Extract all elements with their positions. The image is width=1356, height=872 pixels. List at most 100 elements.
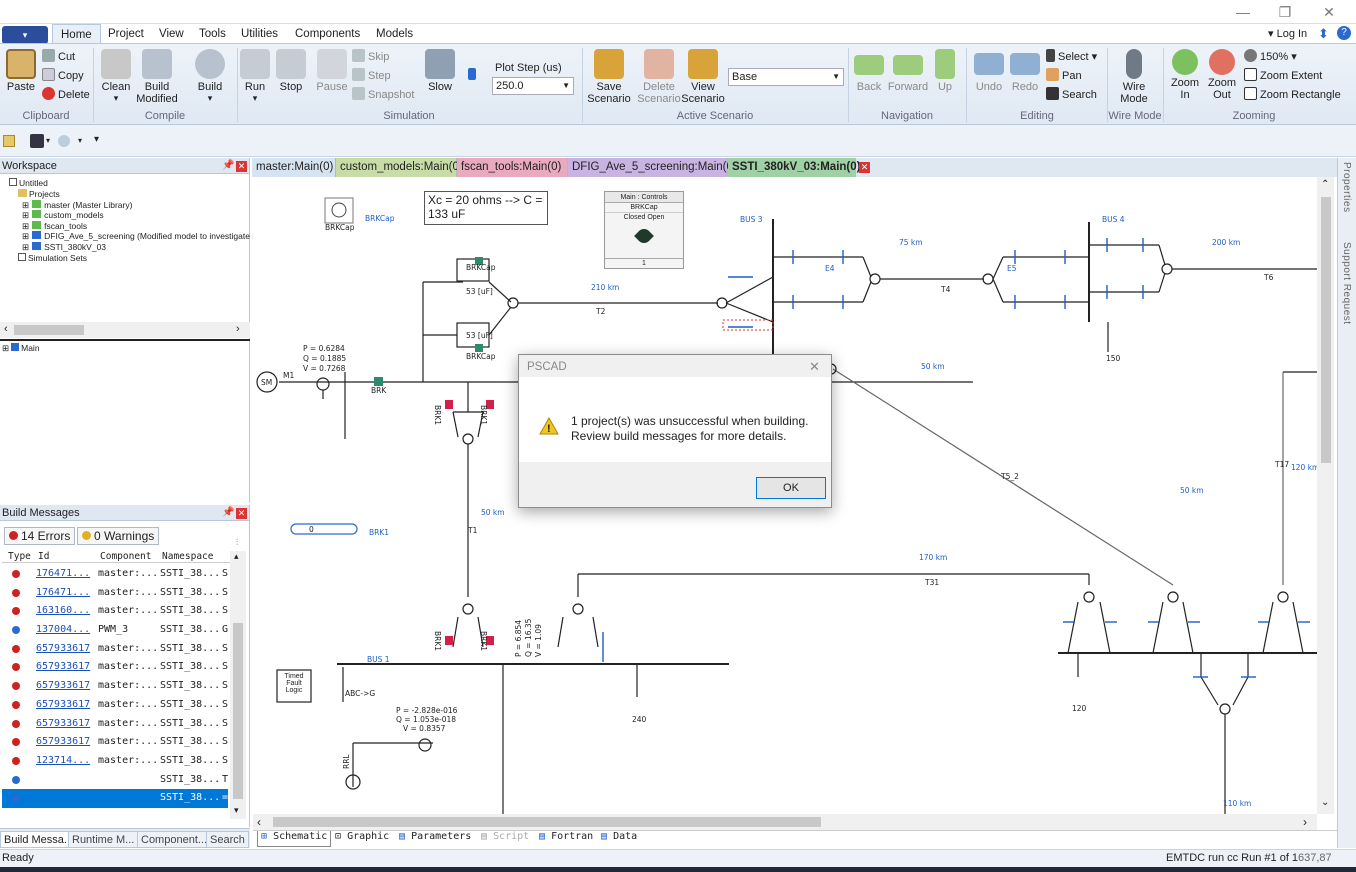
- tab-components[interactable]: Components: [295, 28, 361, 40]
- message-row[interactable]: SSTI_38...=: [2, 789, 228, 808]
- chevron-down-icon[interactable]: ▾: [234, 805, 239, 815]
- delete-scenario-button[interactable]: Delete Scenario: [636, 49, 682, 105]
- message-id[interactable]: 657933617: [36, 698, 91, 710]
- zoom-extent-button[interactable]: Zoom Extent: [1244, 68, 1322, 82]
- errors-filter-button[interactable]: 14 Errors: [4, 527, 76, 545]
- ok-button[interactable]: OK: [756, 477, 826, 499]
- pin-icon[interactable]: 📌: [222, 160, 235, 171]
- speed-slider-handle[interactable]: [468, 68, 476, 80]
- close-icon[interactable]: ✕: [236, 161, 247, 172]
- warnings-filter-button[interactable]: 0 Warnings: [77, 527, 160, 545]
- stop-button[interactable]: Stop: [274, 49, 308, 93]
- zoom-rectangle-button[interactable]: Zoom Rectangle: [1244, 87, 1341, 101]
- tab-utilities[interactable]: Utilities: [241, 28, 279, 40]
- build-messages-vscroll[interactable]: ▴ ▾: [230, 551, 246, 819]
- redo-button[interactable]: Redo: [1008, 49, 1042, 93]
- plot-step-select[interactable]: 250.0▼: [492, 77, 574, 95]
- tree-item-fscan-tools[interactable]: ⊞fscan_tools: [22, 221, 88, 231]
- message-id[interactable]: 657933617: [36, 642, 91, 654]
- doc-tab-dfig[interactable]: DFIG_Ave_5_screening:Main(0): [568, 158, 737, 177]
- side-tab-properties[interactable]: Properties: [1341, 162, 1352, 213]
- view-tab-data[interactable]: ▤ Data: [601, 831, 638, 842]
- message-id[interactable]: 123714...: [36, 754, 91, 766]
- scenario-select[interactable]: Base▼: [728, 68, 844, 86]
- copy-button[interactable]: Copy: [42, 68, 84, 82]
- workspace-hscroll[interactable]: ‹ ›: [0, 322, 250, 338]
- doc-tab-fscan-tools[interactable]: fscan_tools:Main(0): [457, 158, 568, 177]
- panel-menu-icon[interactable]: ⫶: [236, 537, 239, 547]
- cut-button[interactable]: Cut: [42, 49, 75, 63]
- tree-item-main[interactable]: ⊞Main: [2, 343, 40, 353]
- doc-tab-ssti[interactable]: SSTI_380kV_03:Main(0): [728, 158, 860, 177]
- chevron-down-icon[interactable]: ▾: [78, 136, 83, 145]
- slow-button[interactable]: Slow: [422, 49, 458, 93]
- tree-item-custom-models[interactable]: ⊞custom_models: [22, 210, 104, 220]
- chevron-up-icon[interactable]: ⌃: [1321, 179, 1330, 190]
- tree-item-projects[interactable]: Projects: [18, 189, 60, 200]
- tab-component-wizard[interactable]: Component...: [137, 831, 212, 848]
- close-button[interactable]: ✕: [1323, 4, 1335, 20]
- pause-button[interactable]: Pause: [314, 49, 350, 93]
- chevron-right-icon[interactable]: ›: [1303, 815, 1307, 829]
- run-button[interactable]: Run▾: [238, 49, 272, 104]
- message-row[interactable]: 176471...master:...SSTI_38...S: [2, 584, 228, 603]
- message-row[interactable]: 123714...master:...SSTI_38...S: [2, 752, 228, 771]
- save-scenario-button[interactable]: Save Scenario: [584, 49, 634, 105]
- view-tab-graphic[interactable]: ⊡ Graphic: [335, 831, 390, 842]
- schematic-canvas[interactable]: BRKCap BRKCap BRKCap BRKCap 53 [uF] 53 […: [253, 177, 1317, 814]
- chevron-up-icon[interactable]: ▴: [234, 551, 239, 561]
- view-tab-script[interactable]: ▤ Script: [481, 831, 530, 842]
- view-tab-parameters[interactable]: ▤ Parameters: [399, 831, 472, 842]
- zoom-level-select[interactable]: 150% ▾: [1244, 49, 1297, 63]
- maximize-button[interactable]: ❐: [1278, 4, 1292, 20]
- tree-item-master[interactable]: ⊞master (Master Library): [22, 200, 133, 210]
- save-icon[interactable]: [30, 134, 44, 148]
- tab-runtime-messages[interactable]: Runtime M...: [68, 831, 139, 848]
- tree-item-simulation-sets[interactable]: Simulation Sets: [18, 253, 87, 264]
- message-row[interactable]: SSTI_38...T: [2, 771, 228, 790]
- message-id[interactable]: 657933617: [36, 680, 91, 692]
- chevron-down-icon[interactable]: ▾: [46, 136, 51, 145]
- scroll-thumb[interactable]: [1321, 197, 1331, 463]
- forward-button[interactable]: Forward: [886, 49, 930, 93]
- control-panel-brkcap[interactable]: Main : Controls BRKCap Closed Open 1: [604, 191, 684, 269]
- chevron-down-icon[interactable]: ⌄: [1321, 797, 1330, 808]
- tree-item-dfig[interactable]: ⊞DFIG_Ave_5_screening (Modified model to…: [22, 231, 273, 241]
- tab-project[interactable]: Project: [108, 28, 144, 40]
- message-id[interactable]: 137004...: [36, 624, 91, 636]
- app-menu-button[interactable]: ▾: [2, 26, 48, 44]
- tab-view[interactable]: View: [159, 28, 184, 40]
- tree-item-ssti[interactable]: ⊞SSTI_380kV_03: [22, 242, 107, 252]
- message-row[interactable]: 163160...master:...SSTI_38...S: [2, 602, 228, 621]
- chevron-right-icon[interactable]: ›: [236, 323, 240, 335]
- skip-button[interactable]: Skip: [352, 49, 389, 63]
- up-button[interactable]: Up: [930, 49, 960, 93]
- annotation-callout[interactable]: Xc = 20 ohms --> C = 133 uF: [424, 191, 548, 225]
- close-icon[interactable]: ✕: [236, 508, 247, 519]
- wire-mode-button[interactable]: Wire Mode: [1110, 49, 1158, 105]
- dialog-close-button[interactable]: ✕: [809, 359, 820, 374]
- chevron-left-icon[interactable]: ‹: [257, 815, 261, 829]
- message-id[interactable]: 657933617: [36, 736, 91, 748]
- customize-qat-icon[interactable]: ▾: [94, 134, 100, 145]
- canvas-hscroll[interactable]: ‹ ›: [253, 814, 1317, 830]
- export-icon[interactable]: [58, 135, 70, 147]
- login-link[interactable]: ▾ Log In: [1268, 28, 1308, 40]
- switch-knob-icon[interactable]: [634, 226, 654, 246]
- new-file-icon[interactable]: [3, 135, 15, 147]
- paste-button[interactable]: Paste: [4, 49, 38, 93]
- chevron-left-icon[interactable]: ‹: [4, 323, 8, 335]
- zoom-out-button[interactable]: Zoom Out: [1204, 49, 1240, 101]
- tab-home[interactable]: Home: [52, 24, 101, 44]
- tab-models[interactable]: Models: [376, 28, 414, 40]
- step-button[interactable]: Step: [352, 68, 391, 82]
- message-id[interactable]: 163160...: [36, 605, 91, 617]
- zoom-in-button[interactable]: Zoom In: [1166, 49, 1204, 101]
- build-modified-button[interactable]: Build Modified: [134, 49, 180, 105]
